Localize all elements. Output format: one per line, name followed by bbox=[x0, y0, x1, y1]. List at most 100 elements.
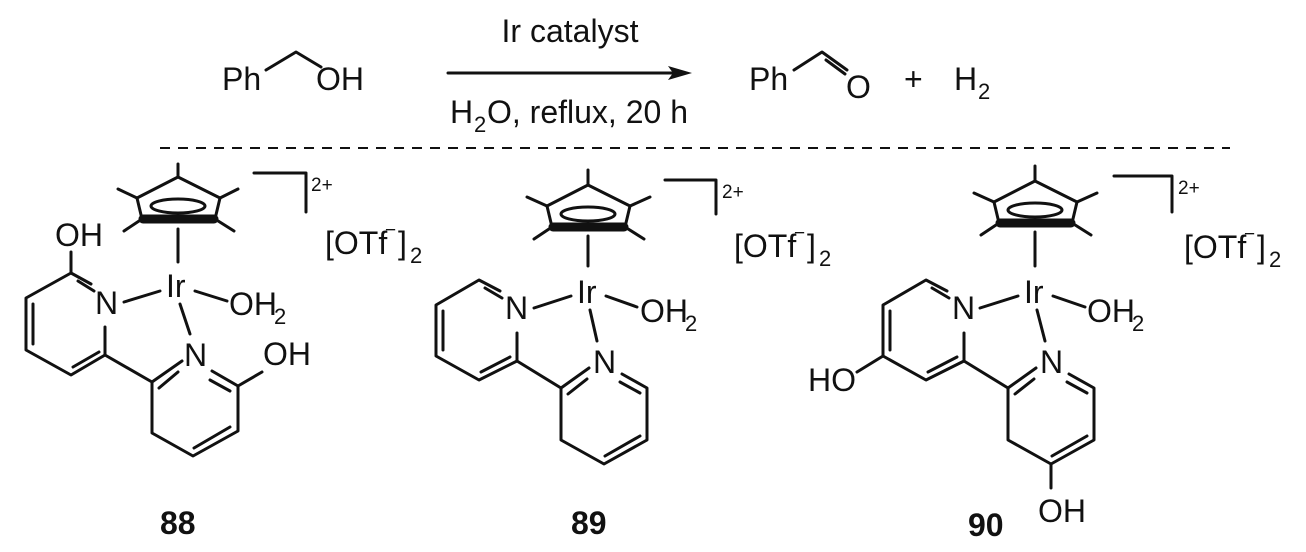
charge-label: 2+ bbox=[722, 182, 744, 203]
cp-methyl bbox=[1070, 221, 1093, 237]
ring-inner-bond bbox=[157, 370, 180, 390]
cp-methyl bbox=[628, 195, 652, 208]
counterion-close: ] bbox=[1257, 229, 1266, 265]
nitrogen-label: N bbox=[95, 285, 118, 321]
counterion-subscript: 2 bbox=[1269, 247, 1281, 272]
iridium-label: Ir bbox=[1024, 274, 1044, 310]
aqua-label: OH bbox=[640, 293, 688, 329]
ring-inner-bond bbox=[926, 355, 959, 374]
counterion-subscript: 2 bbox=[819, 246, 831, 271]
cp-star-ligand bbox=[525, 168, 652, 241]
cp-methyl bbox=[972, 191, 996, 204]
reactant-ph-label: Ph bbox=[222, 61, 261, 97]
ring-inner-bond bbox=[566, 377, 589, 396]
ring-bonds bbox=[1006, 366, 1096, 466]
oh-bond bbox=[236, 370, 264, 388]
cp-methyl bbox=[1075, 191, 1099, 204]
ring-inner-bond bbox=[930, 286, 951, 300]
cp-star-ligand bbox=[972, 164, 1099, 237]
counterion-minus: − bbox=[385, 220, 396, 241]
counterion-subscript: 2 bbox=[410, 243, 422, 268]
cp-aromatic-circle bbox=[1006, 201, 1064, 219]
biaryl-bond bbox=[103, 353, 154, 384]
charge-bracket bbox=[252, 171, 308, 214]
ring-inner-bond bbox=[618, 380, 642, 395]
counterion-open: [OTf bbox=[1184, 229, 1246, 265]
counterion-close: ] bbox=[398, 225, 407, 261]
nitrogen-label: N bbox=[505, 290, 528, 326]
benzaldehyde: Ph O bbox=[749, 50, 871, 105]
nitrogen-label: N bbox=[952, 290, 975, 326]
hydrogen-gas: H 2 bbox=[954, 61, 990, 104]
ir-n-bond bbox=[178, 302, 192, 336]
conditions-label: H 2 O, reflux, 20 h bbox=[450, 94, 688, 137]
benzyl-alcohol-bonds bbox=[264, 50, 323, 72]
reaction-equation: Ph OH Ir catalyst H 2 O, reflux, 20 h Ph… bbox=[222, 13, 990, 137]
cp-methyl bbox=[213, 217, 236, 233]
charge-bracket bbox=[663, 178, 718, 216]
aqua-label: OH bbox=[1087, 293, 1135, 329]
conditions-h-subscript: 2 bbox=[474, 112, 486, 137]
ir-n-bond bbox=[122, 289, 162, 304]
benzyl-alcohol: Ph OH bbox=[222, 50, 364, 97]
compound-89: 2+ [OTf − ] 2 Ir OH 2 N N 89 bbox=[434, 168, 831, 541]
ir-o-bond bbox=[193, 289, 229, 303]
ring-inner-bond bbox=[483, 286, 504, 300]
h2-h: H bbox=[954, 61, 977, 97]
aqua-subscript: 2 bbox=[685, 311, 697, 336]
hydroxyl-label: OH bbox=[263, 336, 311, 372]
reaction-arrow bbox=[446, 66, 692, 80]
counterion-close: ] bbox=[807, 228, 816, 264]
iridium-label: Ir bbox=[166, 268, 186, 304]
pyridine-ring-2: N OH bbox=[150, 336, 311, 458]
ir-n-bond bbox=[1035, 308, 1047, 343]
ring-bonds bbox=[24, 271, 107, 377]
cp-methyl bbox=[623, 225, 646, 241]
ring-bonds bbox=[150, 359, 240, 458]
cp-aromatic-circle bbox=[149, 197, 207, 215]
ring-inner-bond bbox=[479, 355, 512, 374]
ring-inner-bond bbox=[208, 378, 232, 393]
conditions-h: H bbox=[450, 94, 473, 130]
h2-subscript: 2 bbox=[978, 79, 990, 104]
hydroxyl-label: OH bbox=[55, 217, 103, 253]
hydroxyl-label: OH bbox=[1038, 493, 1086, 529]
ir-o-bond bbox=[1051, 294, 1087, 309]
ring-bonds bbox=[559, 366, 649, 466]
benzaldehyde-bonds bbox=[792, 50, 849, 72]
compound-number: 88 bbox=[160, 505, 196, 541]
pyridine-ring-1: N bbox=[434, 278, 528, 382]
reactant-oh-label: OH bbox=[316, 61, 364, 97]
compound-number: 89 bbox=[571, 505, 607, 541]
product-o-label: O bbox=[846, 69, 871, 105]
charge-label: 2+ bbox=[1178, 178, 1200, 199]
counterion-minus: − bbox=[1244, 224, 1255, 245]
ring-inner-bond bbox=[76, 279, 96, 293]
biaryl-bond bbox=[515, 359, 563, 390]
biaryl-bond bbox=[962, 359, 1010, 390]
counterion-label: [OTf − ] 2 bbox=[1184, 224, 1281, 272]
plus-sign: + bbox=[904, 61, 923, 97]
conditions-rest: O, reflux, 20 h bbox=[487, 94, 688, 130]
counterion-label: [OTf − ] 2 bbox=[325, 220, 422, 268]
pyridine-ring-1: N OH bbox=[24, 217, 118, 377]
arrow-head bbox=[668, 66, 692, 80]
cp-methyl bbox=[525, 195, 549, 208]
aqua-label: OH bbox=[229, 286, 277, 322]
aqua-subscript: 2 bbox=[274, 304, 286, 329]
nitrogen-label: N bbox=[184, 337, 207, 373]
charge-label: 2+ bbox=[311, 175, 333, 196]
ir-n-bond bbox=[588, 308, 599, 343]
iridium-label: Ir bbox=[577, 274, 597, 310]
hydroxyl-label: HO bbox=[808, 362, 856, 398]
ir-n-bond bbox=[978, 294, 1020, 310]
compound-90: 2+ [OTf − ] 2 Ir OH 2 N HO bbox=[808, 164, 1281, 543]
nitrogen-label: N bbox=[593, 344, 616, 380]
ir-n-bond bbox=[532, 294, 573, 310]
ring-inner-bond bbox=[71, 350, 101, 369]
cp-methyl bbox=[116, 187, 139, 200]
product-ph-label: Ph bbox=[749, 61, 788, 97]
ring-inner-bond bbox=[1065, 380, 1089, 395]
ring-inner-bond bbox=[1050, 434, 1089, 458]
